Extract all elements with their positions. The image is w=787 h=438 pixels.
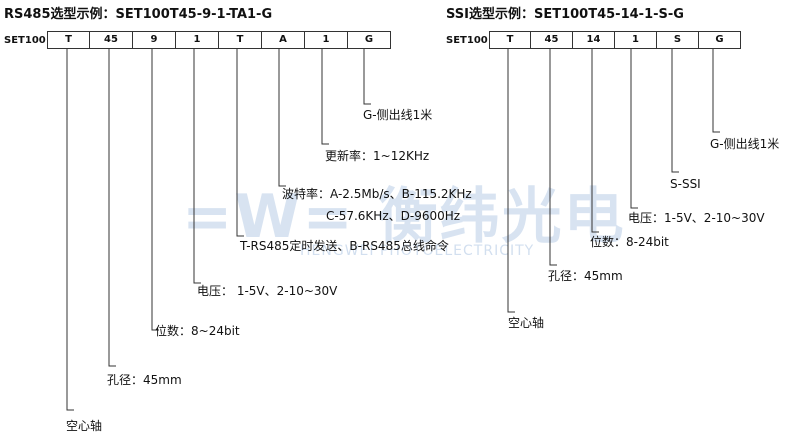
rs485-label-voltage: 电压： 1-5V、2-10~30V	[197, 284, 338, 298]
ssi-cell-protocol: S	[657, 32, 699, 48]
leader-rs485-outlet	[363, 48, 371, 105]
leader-rs485-rate	[321, 48, 329, 145]
ssi-code-cells: T 45 14 1 S G	[489, 31, 741, 49]
rs485-cell-mode: T	[219, 32, 262, 48]
rs485-label-bits: 位数：8~24bit	[155, 324, 240, 338]
rs485-cell-outlet: G	[364, 34, 374, 45]
rs485-cell-baud: A	[262, 32, 305, 48]
rs485-cell-bore: 45	[90, 32, 133, 48]
rs485-cell-bits: 9	[133, 32, 176, 48]
leader-rs485-baud	[278, 48, 286, 187]
ssi-cell-bore: 45	[531, 32, 573, 48]
leader-rs485-shaft	[66, 48, 74, 411]
ssi-label-outlet: G-侧出线1米	[710, 137, 780, 151]
ssi-cell-shaft: T	[490, 32, 531, 48]
rs485-label-rate: 更新率：1~12KHz	[325, 149, 430, 163]
leader-rs485-bits	[151, 48, 159, 331]
ssi-prefix: SET100	[446, 35, 488, 46]
rs485-label-outlet: G-侧出线1米	[363, 108, 433, 122]
leader-rs485-bore	[108, 48, 116, 367]
rs485-cell-voltage: 1	[176, 32, 219, 48]
ssi-label-voltage: 电压：1-5V、2-10~30V	[628, 211, 765, 225]
rs485-label-mode: T-RS485定时发送、B-RS485总线命令	[240, 239, 449, 253]
ssi-title: SSI选型示例：SET100T45-14-1-S-G	[446, 7, 684, 22]
rs485-cell-shaft: T	[48, 32, 90, 48]
leader-ssi-protocol	[671, 48, 679, 173]
rs485-code-cells: T 45 9 1 T A 1 G	[47, 31, 391, 49]
rs485-title: RS485选型示例：SET100T45-9-1-TA1-G	[4, 7, 273, 22]
ssi-cell-outlet: G	[715, 34, 724, 45]
rs485-label-baud-line1: 波特率：A-2.5Mb/s、B-115.2KHz	[282, 187, 472, 201]
rs485-label-bore: 孔径：45mm	[107, 373, 182, 387]
leader-ssi-voltage	[630, 48, 638, 209]
ssi-label-shaft: 空心轴	[508, 316, 545, 330]
ssi-cell-bits: 14	[573, 32, 615, 48]
ssi-cell-voltage: 1	[615, 32, 657, 48]
ssi-label-bits: 位数：8-24bit	[590, 235, 669, 249]
ssi-label-protocol: S-SSI	[670, 177, 701, 191]
watermark-subtext: HENGWEI PHOTOELECTRICITY	[300, 243, 535, 259]
rs485-cell-rate: 1	[305, 32, 348, 48]
leader-ssi-outlet	[712, 48, 720, 133]
rs485-label-shaft: 空心轴	[66, 419, 103, 433]
rs485-label-baud-line2: C-57.6KHz、D-9600Hz	[326, 209, 461, 223]
ssi-label-bore: 孔径：45mm	[548, 269, 623, 283]
rs485-prefix: SET100	[4, 35, 46, 46]
